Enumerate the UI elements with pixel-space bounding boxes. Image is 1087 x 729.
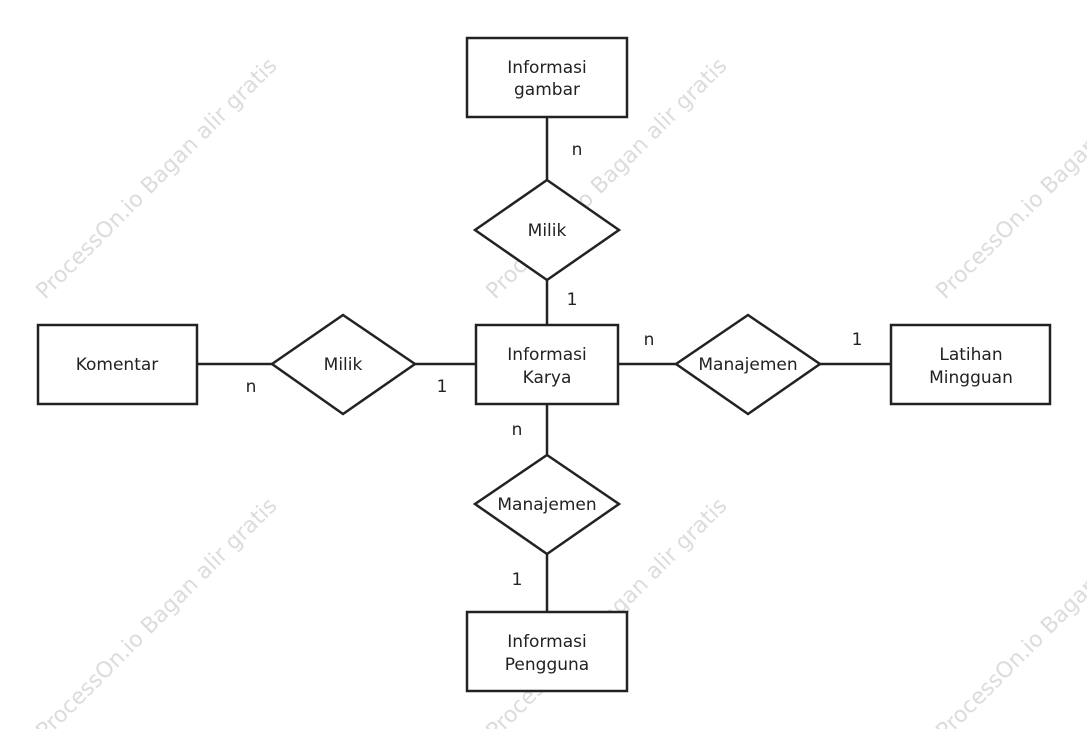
entity-box: [474, 323, 620, 406]
watermark-text: ProcessOn.io Bagan alir gratis: [932, 493, 1087, 729]
relationship-milik-left[interactable]: Milik: [269, 313, 418, 416]
relationship-manajemen-right[interactable]: Manajemen: [673, 313, 823, 416]
entity-informasi-gambar[interactable]: Informasi gambar: [465, 36, 629, 119]
entity-box: [889, 323, 1052, 406]
entity-label-line: Komentar: [76, 355, 159, 375]
relationship-label: Milik: [324, 355, 363, 375]
entity-label-line: gambar: [514, 80, 580, 100]
watermark-text: ProcessOn.io Bagan alir gratis: [32, 493, 283, 729]
entity-label-line: Pengguna: [505, 655, 589, 675]
entity-box: [36, 323, 199, 406]
relationship-diamond: [673, 313, 823, 416]
cardinality-label: 1: [567, 290, 578, 310]
entity-latihan-mingguan[interactable]: Latihan Mingguan: [889, 323, 1052, 406]
relationship-diamond: [472, 453, 622, 556]
watermark-text: ProcessOn.io Bagan alir gratis: [932, 53, 1087, 304]
relationship-diamond: [472, 178, 622, 282]
entity-box: [465, 36, 629, 119]
cardinality-label: n: [512, 420, 523, 440]
entity-informasi-karya[interactable]: Informasi Karya: [474, 323, 620, 406]
entity-label-line: Informasi: [507, 58, 586, 78]
relationship-label: Manajemen: [698, 355, 797, 375]
watermark-text: ProcessOn.io Bagan alir gratis: [32, 53, 283, 304]
relationship-label: Milik: [528, 221, 567, 241]
cardinality-label: 1: [512, 570, 523, 590]
cardinality-label: n: [246, 377, 257, 397]
cardinality-label: n: [572, 140, 583, 160]
entity-label-line: Informasi: [507, 345, 586, 365]
relationship-label: Manajemen: [497, 495, 596, 515]
cardinality-labels: n 1 n 1 n 1 n 1: [246, 140, 863, 590]
entity-label-line: Informasi: [507, 632, 586, 652]
entity-label-line: Mingguan: [929, 368, 1013, 388]
connectors: [197, 117, 891, 612]
relationship-diamond: [269, 313, 418, 416]
entity-informasi-pengguna[interactable]: Informasi Pengguna: [465, 610, 629, 693]
entity-label-line: Latihan: [939, 345, 1002, 365]
entity-box: [465, 610, 629, 693]
relationship-milik-top[interactable]: Milik: [472, 178, 622, 282]
relationship-manajemen-bottom[interactable]: Manajemen: [472, 453, 622, 556]
entity-komentar[interactable]: Komentar: [36, 323, 199, 406]
cardinality-label: 1: [852, 330, 863, 350]
entity-label-line: Karya: [523, 368, 572, 388]
cardinality-label: 1: [437, 377, 448, 397]
cardinality-label: n: [644, 330, 655, 350]
